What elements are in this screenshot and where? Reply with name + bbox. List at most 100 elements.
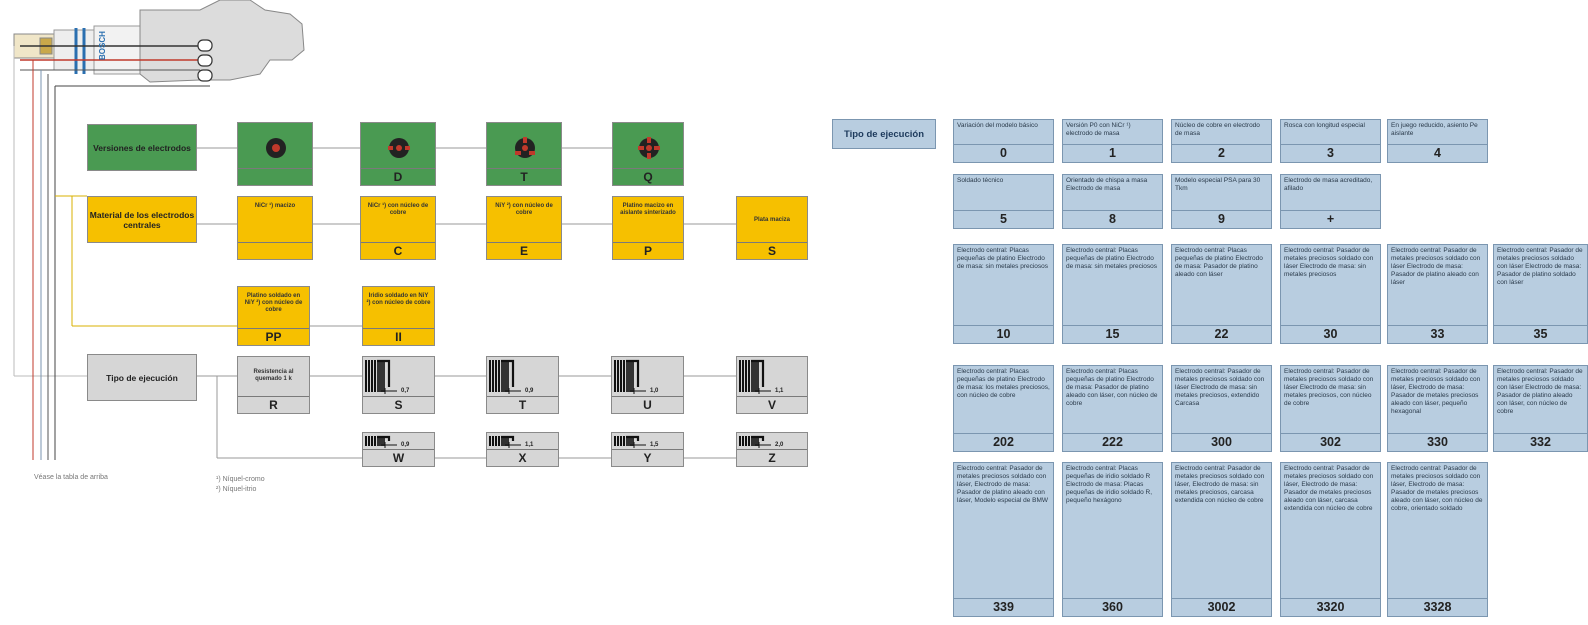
gap-value: 2,0 — [775, 442, 784, 448]
tipo-box: S 0,7 — [362, 356, 435, 414]
table-cell: Versión P0 con NiCr ¹) electrodo de masa… — [1062, 119, 1163, 163]
table-cell-code: 30 — [1281, 325, 1380, 343]
table-cell-description: En juego reducido, asiento Pe aislante — [1391, 122, 1478, 138]
table-cell-code: 330 — [1388, 433, 1487, 451]
table-cell-code: 5 — [954, 210, 1053, 228]
material-box: NiY ²) con núcleo de cobre E — [486, 196, 562, 260]
table-cell-description: Electrodo central: Placas pequeñas de pl… — [1066, 247, 1158, 271]
table-cell: Electrodo central: Pasador de metales pr… — [1387, 462, 1488, 617]
table-cell-description: Versión P0 con NiCr ¹) electrodo de masa — [1066, 122, 1131, 138]
material-box: Platino macizo en aislante sinterizado P — [612, 196, 684, 260]
table-cell-code: 22 — [1172, 325, 1271, 343]
table-cell-description: Orientado de chispa a masa Electrodo de … — [1066, 177, 1148, 193]
table-cell: Electrodo central: Pasador de metales pr… — [1171, 462, 1272, 617]
table-cell-code: 35 — [1494, 325, 1587, 343]
table-cell: Núcleo de cobre en electrodo de masa 2 — [1171, 119, 1272, 163]
table-cell-code: 339 — [954, 598, 1053, 616]
tipo-box: Resistencia al quemado 1 k R — [237, 356, 310, 414]
table-cell-description: Electrodo central: Placas pequeñas de pl… — [1066, 368, 1158, 408]
table-cell-code: 300 — [1172, 433, 1271, 451]
version-code: D — [361, 168, 435, 185]
footnote-2: ²) Níquel-itrio — [216, 486, 257, 493]
table-cell: Electrodo central: Pasador de metales pr… — [1171, 365, 1272, 452]
table-cell: Electrodo central: Placas pequeñas de ir… — [1062, 462, 1163, 617]
table-cell-description: Soldado técnico — [957, 177, 1004, 184]
material-box: Platino soldado en NiY ²) con núcleo de … — [237, 286, 310, 346]
table-cell-description: Electrodo central: Pasador de metales pr… — [1284, 247, 1374, 279]
table-cell-code: 360 — [1063, 598, 1162, 616]
electrode-four-prong-icon — [638, 137, 660, 159]
table-cell-description: Electrodo de masa acreditado, afilado — [1284, 177, 1373, 193]
table-cell: En juego reducido, asiento Pe aislante 4 — [1387, 119, 1488, 163]
table-cell: Electrodo central: Pasador de metales pr… — [1280, 365, 1381, 452]
table-cell-code: 3320 — [1281, 598, 1380, 616]
version-box: D — [360, 122, 436, 186]
gap-value: 1,1 — [525, 442, 534, 448]
tipo-box: Y 1,5 — [611, 432, 684, 467]
table-cell-description: Núcleo de cobre en electrodo de masa — [1175, 122, 1260, 138]
table-cell-description: Modelo especial PSA para 30 Tkm — [1175, 177, 1261, 193]
table-cell-description: Electrodo central: Pasador de metales pr… — [1497, 368, 1583, 416]
table-cell-code: 2 — [1172, 144, 1271, 162]
tipo-code: X — [487, 449, 558, 466]
table-cell: Electrodo central: Pasador de metales pr… — [953, 462, 1054, 617]
table-cell-code: 3002 — [1172, 598, 1271, 616]
table-cell-code: 9 — [1172, 210, 1271, 228]
tipo-code: Y — [612, 449, 683, 466]
table-cell: Electrodo central: Placas pequeñas de pl… — [1062, 244, 1163, 344]
material-code: E — [487, 242, 561, 259]
table-cell-code: 8 — [1063, 210, 1162, 228]
gap-value: 0,9 — [525, 388, 534, 394]
material-box: Iridio soldado en NiY ²) con núcleo de c… — [362, 286, 435, 346]
electrode-two-prong-icon — [388, 138, 410, 158]
see-table-note: Véase la tabla de arriba — [34, 474, 108, 481]
gap-value: 1,1 — [775, 388, 784, 394]
material-box: NiCr ¹) macizo — [237, 196, 313, 260]
table-cell: Modelo especial PSA para 30 Tkm 9 — [1171, 174, 1272, 229]
table-cell: Electrodo central: Placas pequeñas de pl… — [1171, 244, 1272, 344]
table-cell-description: Electrodo central: Pasador de metales pr… — [1391, 247, 1481, 287]
electrode-gap-icon: 1,0 — [614, 359, 659, 394]
table-cell-code: 222 — [1063, 433, 1162, 451]
electrode-gap-icon: 0,7 — [365, 359, 410, 394]
tipo-code: R — [238, 396, 309, 413]
gap-value: 1,0 — [650, 388, 659, 394]
material-code: PP — [238, 328, 309, 345]
version-code — [238, 168, 312, 185]
table-cell-description: Variación del modelo básico — [957, 122, 1038, 129]
gap-value: 0,9 — [401, 442, 410, 448]
tipo-code: T — [487, 396, 558, 413]
table-cell: Electrodo central: Placas pequeñas de pl… — [953, 365, 1054, 452]
material-code: II — [363, 328, 434, 345]
table-cell-code: 10 — [954, 325, 1053, 343]
table-cell: Orientado de chispa a masa Electrodo de … — [1062, 174, 1163, 229]
table-cell: Electrodo central: Placas pequeñas de pl… — [953, 244, 1054, 344]
version-code: Q — [613, 168, 683, 185]
table-cell-description: Electrodo central: Pasador de metales pr… — [1497, 247, 1583, 287]
electrode-gap-icon: 0,9 — [365, 435, 410, 448]
electrode-three-prong-icon — [515, 137, 535, 158]
footnote-1: ¹) Níquel-cromo — [216, 476, 265, 483]
tipo-box: W 0,9 — [362, 432, 435, 467]
material-box: Plata maciza S — [736, 196, 808, 260]
electrode-gap-icon: 1,1 — [739, 359, 784, 394]
spark-plug-drawing: BOSCH — [13, 0, 305, 83]
table-cell: Electrodo de masa acreditado, afilado+ — [1280, 174, 1381, 229]
table-cell-code: 4 — [1388, 144, 1487, 162]
table-cell-description: Rosca con longitud especial — [1284, 122, 1365, 129]
table-cell-code: 1 — [1063, 144, 1162, 162]
electrode-gap-icon: 1,5 — [614, 435, 659, 448]
row-header-versions: Versiones de electrodos — [87, 124, 197, 171]
version-code: T — [487, 168, 561, 185]
table-cell: Electrodo central: Pasador de metales pr… — [1387, 244, 1488, 344]
tipo-box: U 1,0 — [611, 356, 684, 414]
tipo-code: U — [612, 396, 683, 413]
table-cell-description: Electrodo central: Placas pequeñas de pl… — [957, 368, 1050, 400]
material-code: P — [613, 242, 683, 259]
table-cell-description: Electrodo central: Placas pequeñas de ir… — [1066, 465, 1153, 505]
electrode-gap-icon: 2,0 — [739, 435, 784, 448]
table-cell-code: 202 — [954, 433, 1053, 451]
